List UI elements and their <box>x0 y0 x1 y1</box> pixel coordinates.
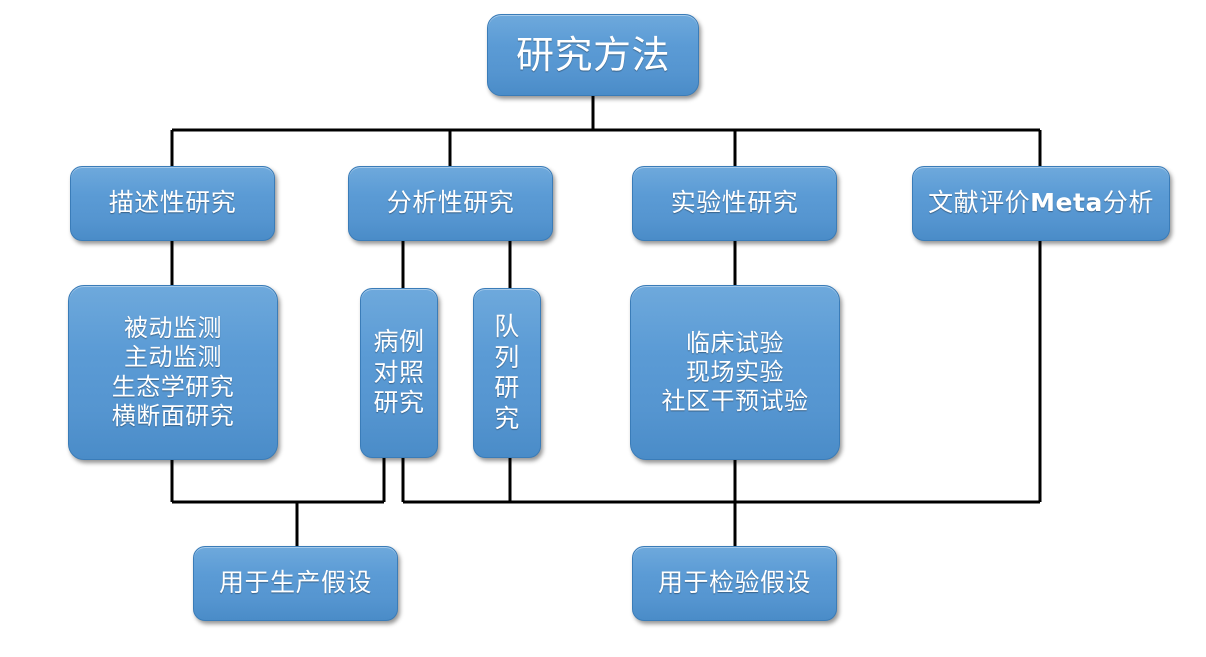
node-label: 用于检验假设 <box>657 568 811 598</box>
node-cohort-study[interactable]: 队 列 研 究 <box>473 288 541 458</box>
node-label: 研究方法 <box>515 32 670 77</box>
node-generate-hypothesis[interactable]: 用于生产假设 <box>193 546 398 621</box>
node-descriptive-methods-list[interactable]: 被动监测 主动监测 生态学研究 横断面研究 <box>68 285 278 460</box>
node-analytical-research[interactable]: 分析性研究 <box>348 166 553 241</box>
node-label: 描述性研究 <box>108 188 237 218</box>
node-label: 被动监测 主动监测 生态学研究 横断面研究 <box>111 313 235 430</box>
node-label: 分析性研究 <box>386 188 515 218</box>
node-experimental-research[interactable]: 实验性研究 <box>632 166 837 241</box>
node-case-control-study[interactable]: 病例 对照 研究 <box>360 288 438 458</box>
node-label-bold: Meta <box>1030 188 1103 218</box>
node-test-hypothesis[interactable]: 用于检验假设 <box>632 546 837 621</box>
node-label-prefix: 文献评价 <box>928 188 1031 218</box>
node-label: 临床试验 现场实验 社区干预试验 <box>661 328 809 416</box>
node-literature-meta-analysis[interactable]: 文献评价Meta分析 <box>912 166 1170 241</box>
node-label: 用于生产假设 <box>218 568 372 598</box>
node-label: 文献评价Meta分析 <box>928 188 1154 219</box>
node-label: 病例 对照 研究 <box>373 327 425 418</box>
node-descriptive-research[interactable]: 描述性研究 <box>70 166 275 241</box>
node-label: 实验性研究 <box>670 188 799 218</box>
node-experimental-methods-list[interactable]: 临床试验 现场实验 社区干预试验 <box>630 285 840 460</box>
node-label-suffix: 分析 <box>1102 188 1154 218</box>
node-label: 队 列 研 究 <box>494 312 520 433</box>
node-research-methods[interactable]: 研究方法 <box>487 14 699 96</box>
